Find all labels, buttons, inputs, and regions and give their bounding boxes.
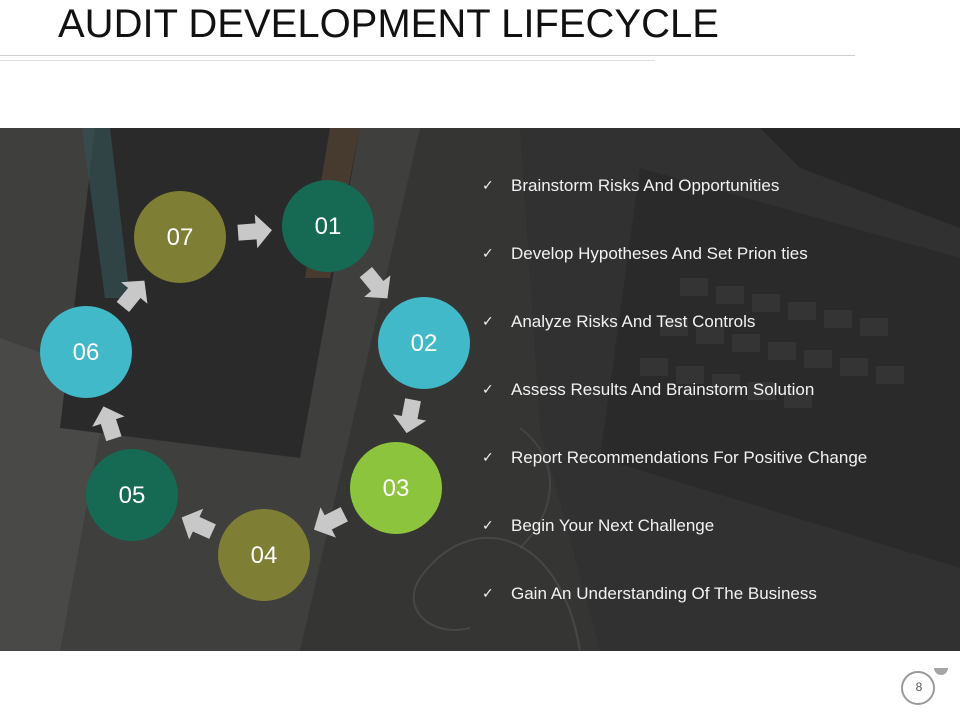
checkmark-icon: ✓ (482, 586, 494, 602)
lifecycle-cycle-diagram: 01 02 03 04 05 06 07 (0, 128, 470, 651)
page-title: AUDIT DEVELOPMENT LIFECYCLE (58, 2, 719, 46)
checkmark-icon: ✓ (482, 314, 494, 330)
title-divider-line-secondary (0, 60, 655, 61)
checkmark-icon: ✓ (482, 178, 494, 194)
step-number-label: 02 (411, 330, 438, 357)
cycle-arrow-icon (359, 267, 391, 299)
checkmark-icon: ✓ (482, 382, 494, 398)
checkmark-icon: ✓ (482, 450, 494, 466)
list-item: ✓ Gain An Understanding Of The Business (480, 582, 867, 650)
list-item: ✓ Analyze Risks And Test Controls (480, 310, 867, 378)
page-number-badge (901, 668, 948, 705)
step-circle-04 (218, 509, 310, 601)
step-number-label: 06 (73, 339, 100, 366)
cycle-arrow-icon (392, 398, 427, 434)
cycle-arrow-icon (116, 280, 148, 312)
title-divider-line (0, 55, 855, 56)
list-item-text: Develop Hypotheses And Set Prion ties (511, 244, 808, 263)
list-item-text: Assess Results And Brainstorm Solution (511, 380, 815, 399)
list-item-text: Gain An Understanding Of The Business (511, 584, 817, 603)
checkmark-icon: ✓ (482, 518, 494, 534)
step-number-label: 03 (383, 475, 410, 502)
background-photo (0, 128, 960, 651)
cycle-arrow-icon (181, 508, 216, 540)
step-circle-01 (282, 180, 374, 272)
step-description-list: ✓ Brainstorm Risks And Opportunities ✓ Dev… (480, 174, 867, 650)
step-number-label: 04 (251, 542, 278, 569)
checkmark-icon: ✓ (482, 246, 494, 262)
list-item-text: Begin Your Next Challenge (511, 516, 715, 535)
step-circle-03 (350, 442, 442, 534)
step-circle-05 (86, 449, 178, 541)
page-number: 8 (915, 680, 923, 694)
list-item: ✓ Begin Your Next Challenge (480, 514, 867, 582)
cycle-arrows: 01 02 03 04 05 06 07 (40, 180, 470, 601)
cycle-arrow-icon (313, 507, 348, 538)
list-item: ✓ Assess Results And Brainstorm Solution (480, 378, 867, 446)
step-circle-06 (40, 306, 132, 398)
list-item: ✓ Report Recommendations For Positive Cha… (480, 446, 867, 514)
cycle-arrow-icon (237, 214, 272, 249)
cycle-arrow-icon (92, 406, 125, 442)
list-item-text: Analyze Risks And Test Controls (511, 312, 756, 331)
step-number-label: 07 (167, 224, 194, 251)
list-item-text: Report Recommendations For Positive Chan… (511, 448, 868, 467)
step-circle-02 (378, 297, 470, 389)
step-circle-07 (134, 191, 226, 283)
content-panel: 01 02 03 04 05 06 07 ✓ Brainstorm Risks And Opp… (0, 128, 960, 651)
list-item-text: Brainstorm Risks And Opportunities (511, 176, 780, 195)
list-item: ✓ Brainstorm Risks And Opportunities (480, 174, 867, 242)
step-number-label: 01 (315, 213, 342, 240)
list-item: ✓ Develop Hypotheses And Set Prion ties (480, 242, 867, 310)
step-number-label: 05 (119, 482, 146, 509)
